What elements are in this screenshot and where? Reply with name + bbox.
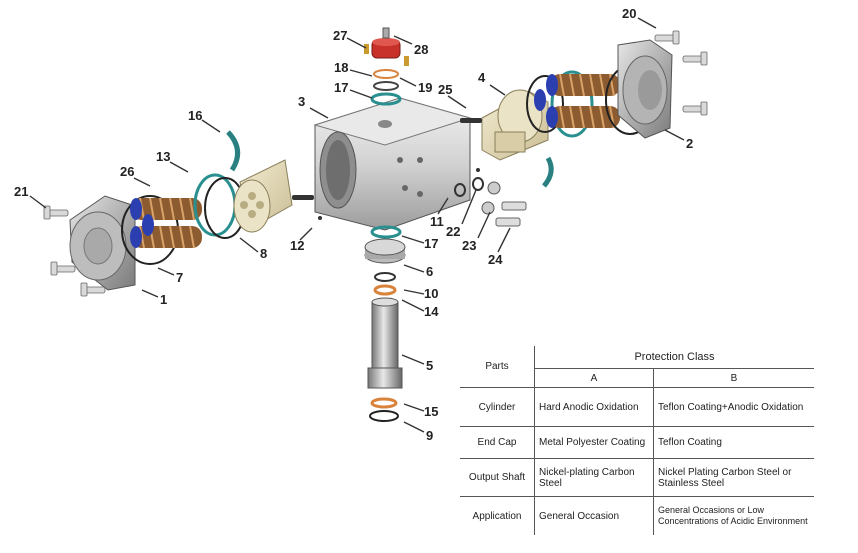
left-cap-bolts [43,205,106,297]
shaft-upper-oring [373,284,397,296]
callout-7: 7 [176,270,183,285]
right-piston-seal-teal [550,70,594,138]
callout-3: 3 [298,94,305,109]
callout-20: 20 [622,6,636,21]
callout-6: 6 [426,264,433,279]
callout-21: 21 [14,184,28,199]
indicator-pin-left [364,44,369,54]
callout-22: 22 [446,224,460,239]
callout-26: 26 [120,164,134,179]
right-piston [481,89,549,161]
callout-16: 16 [188,108,202,123]
callout-5: 5 [426,358,433,373]
callout-24: 24 [488,252,503,267]
row-part: Output Shaft [460,458,535,497]
callout-1: 1 [160,292,167,307]
table-subheader-row: A B [460,368,814,388]
shaft-lower-oring-orange [370,397,398,409]
shaft-lower-oring [369,410,399,422]
row-class-b: Teflon Coating [653,426,814,459]
table-row: Output Shaft Nickel-plating Carbon Steel… [460,458,814,497]
top-washer [373,81,399,91]
right-spring-pack [534,73,620,129]
row-class-b: Teflon Coating+Anodic Oxidation [653,387,814,427]
table-row: Application General Occasion General Occ… [460,496,814,535]
callout-25: 25 [438,82,452,97]
top-circlip [373,69,399,79]
shaft-washer [374,272,396,282]
protection-class-header: Protection Class [534,346,814,369]
right-end-cap [617,39,673,139]
top-oring [370,92,402,106]
row-class-a: General Occasion [534,496,654,535]
callout-11: 11 [430,214,444,229]
row-part: Application [460,496,535,535]
callout-17a: 17 [334,80,348,95]
col-a-header: A [534,368,654,388]
parts-header: Parts [460,346,535,388]
right-guide-band [542,156,554,188]
callout-13: 13 [156,149,170,164]
output-shaft [367,297,403,389]
right-stop-pin [460,118,482,123]
row-class-a: Hard Anodic Oxidation [534,387,654,427]
callout-12: 12 [290,238,304,253]
callout-14: 14 [424,304,439,319]
right-piston-oring [526,75,564,133]
callout-23: 23 [462,238,476,253]
callout-4: 4 [478,70,486,85]
small-ball [318,216,322,220]
stop-pin [292,195,314,200]
row-part: Cylinder [460,387,535,427]
callout-19: 19 [418,80,432,95]
callout-8: 8 [260,246,267,261]
row-part: End Cap [460,426,535,459]
actuator-body [313,97,472,231]
callout-18: 18 [334,60,348,75]
left-end-cap [69,195,136,291]
right-cap-bolts [654,30,708,116]
left-piston [233,159,293,233]
table-row: Cylinder Hard Anodic Oxidation Teflon Co… [460,387,814,427]
bottom-bearing [370,225,402,239]
callout-labels: 1 2 3 4 5 6 7 8 9 10 11 12 13 14 15 16 1… [14,6,693,443]
col-b-header: B [653,368,814,388]
callout-10: 10 [424,286,438,301]
row-class-b: General Occasions or Low Concentrations … [653,496,814,535]
adjusting-bolt-set [454,168,527,227]
table-header-row: Parts Protection Class [460,346,814,388]
pinion-gear [364,238,406,264]
callout-27: 27 [333,28,347,43]
callout-28: 28 [414,42,428,57]
callout-15: 15 [424,404,438,419]
left-spring-pack [130,197,202,249]
callout-9: 9 [426,428,433,443]
indicator-pin-right [404,56,409,66]
row-class-a: Metal Polyester Coating [534,426,654,459]
row-class-b: Nickel Plating Carbon Steel or Stainless… [653,458,814,497]
table-row: End Cap Metal Polyester Coating Teflon C… [460,426,814,459]
leader-lines [29,17,685,433]
left-guide-band [226,130,241,172]
protection-class-table: Parts Protection Class A B Cylinder Hard… [460,346,814,535]
indicator-cap [371,38,401,59]
indicator-screw [382,27,390,39]
callout-17b: 17 [424,236,438,251]
row-class-a: Nickel-plating Carbon Steel [534,458,654,497]
callout-2: 2 [686,136,693,151]
